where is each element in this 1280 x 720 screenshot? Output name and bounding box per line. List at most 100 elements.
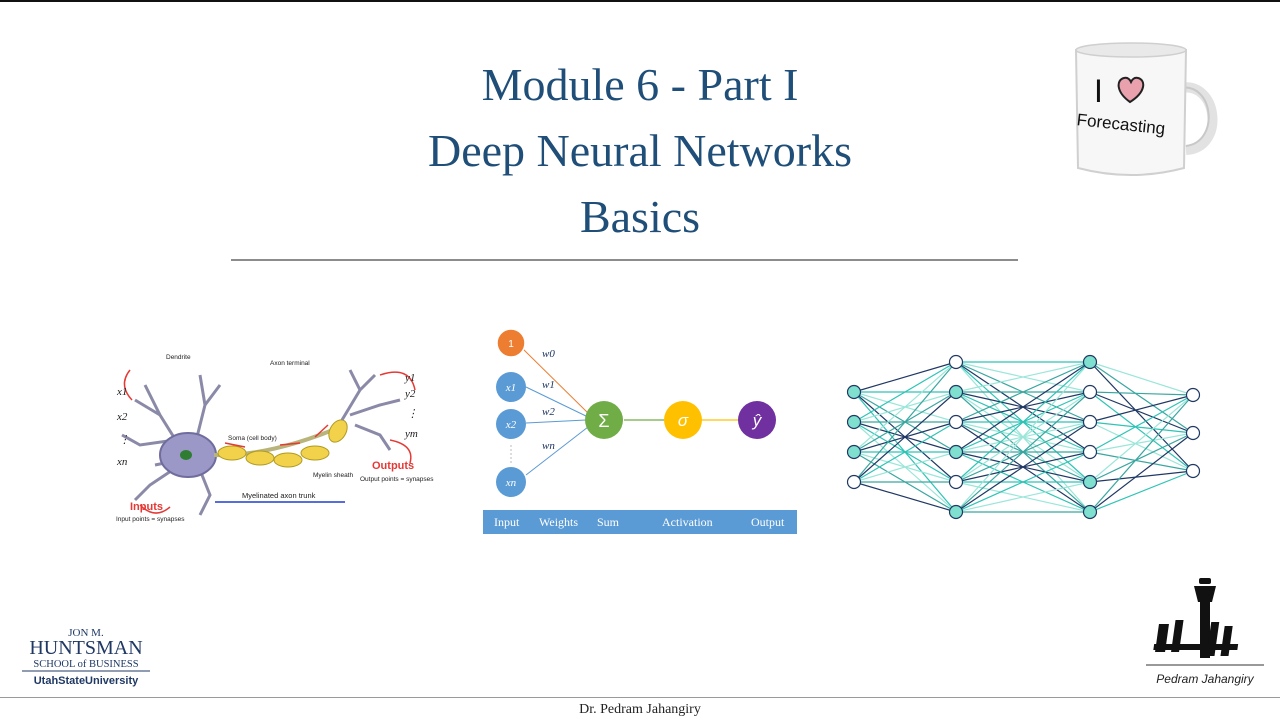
input-node-x2 (496, 409, 526, 439)
dnn-node (948, 354, 964, 370)
dnn-node (846, 414, 862, 430)
deep-neural-network-diagram (846, 354, 1201, 520)
output-node (738, 401, 776, 439)
wn-label: wn (542, 440, 555, 452)
y2-label: y2 (404, 388, 416, 400)
dnn-edge (1089, 432, 1194, 453)
signature-name: Pedram Jahangiry (1156, 672, 1254, 686)
dnn-edge (1089, 391, 1194, 434)
dnn-edge (955, 361, 1091, 423)
dnn-edge (1089, 470, 1194, 513)
dnn-edge (853, 361, 957, 423)
dnn-edge (955, 481, 1091, 513)
dnn-edge (853, 391, 957, 483)
dnn-edge (1089, 432, 1194, 483)
dnn-node (1185, 425, 1201, 441)
inputs-label: Inputs (130, 501, 163, 513)
axon-terminals (340, 369, 401, 451)
sum-symbol: Σ (598, 411, 609, 431)
dnn-node (1082, 504, 1098, 520)
outputs-sublabel: Output points = synapses (360, 476, 434, 483)
signature-emblem (1153, 578, 1239, 658)
dnn-edge (1089, 394, 1194, 483)
dnn-node (948, 504, 964, 520)
title-line-1: Module 6 - Part I (481, 59, 799, 110)
signal-arrows (123, 369, 416, 514)
huntsman-school-logo: JON M. HUNTSMAN SCHOOL of BUSINESS UtahS… (22, 627, 150, 687)
dnn-edge (955, 361, 1091, 513)
axon-trunk-label: Myelinated axon trunk (242, 491, 316, 500)
dnn-edge (1089, 361, 1194, 396)
dnn-edge (853, 361, 957, 393)
title-divider (231, 259, 1018, 261)
footer-divider (0, 697, 1280, 698)
dnn-edge (955, 361, 1091, 453)
dnn-edge (955, 451, 1091, 513)
bias-label: 1 (508, 339, 514, 350)
dnn-edge (1089, 394, 1194, 423)
dnn-edge (955, 421, 1091, 513)
inputs-sublabel: Input points = synapses (116, 516, 185, 523)
x2-node-label: x2 (505, 419, 517, 431)
dnn-edge (853, 451, 957, 483)
activation-symbol: σ (678, 411, 689, 430)
signature-logo: Pedram Jahangiry (1146, 578, 1264, 686)
dnn-node (1185, 463, 1201, 479)
dnn-node (846, 444, 862, 460)
dnn-edge (853, 361, 957, 453)
dnn-node (1082, 444, 1098, 460)
dnn-node (948, 444, 964, 460)
y-dots-label: ⋮ (407, 408, 418, 420)
output-symbol: ŷ (752, 411, 763, 430)
dnn-node (948, 384, 964, 400)
dnn-node (1185, 387, 1201, 403)
x1-label: x1 (116, 386, 127, 398)
y1-label: y1 (404, 372, 415, 384)
sum-node (585, 401, 623, 439)
footer-author: Dr. Pedram Jahangiry (579, 702, 701, 717)
dnn-edge (1089, 470, 1194, 483)
w0-label: w0 (542, 348, 555, 360)
logo-line-1: JON M. (68, 627, 104, 639)
dnn-edge (1089, 394, 1194, 453)
soma-label: Soma (cell body) (228, 435, 277, 442)
dnn-edge (1089, 361, 1194, 472)
dnn-node (1082, 384, 1098, 400)
dnn-edge (955, 361, 1091, 393)
perceptron-connections (510, 348, 738, 476)
axon-terminal-label: Axon terminal (270, 360, 310, 367)
mug-letter: I (1094, 73, 1103, 109)
logo-line-4: UtahStateUniversity (34, 675, 139, 687)
dnn-edge (955, 391, 1091, 513)
x-dots-label: ⋮ (119, 434, 130, 446)
myelin-label: Myelin sheath (313, 472, 353, 479)
w2-label: w2 (542, 406, 555, 418)
top-border (0, 0, 1280, 2)
dnn-node (948, 414, 964, 430)
dnn-edge (1089, 432, 1194, 513)
slide-title: Module 6 - Part I Deep Neural Networks B… (0, 52, 1280, 250)
dnn-edge (955, 361, 1091, 483)
stage-label-bar (483, 510, 797, 534)
input-node-x1 (496, 372, 526, 402)
bar-label-weights: Weights (539, 515, 578, 529)
dnn-edge (1089, 451, 1194, 472)
title-line-3: Basics (579, 191, 701, 242)
dnn-connections (853, 361, 1194, 513)
bar-label-sum: Sum (597, 515, 620, 529)
logo-line-2: HUNTSMAN (29, 637, 142, 659)
dnn-edge (853, 481, 957, 513)
input-node-xn (496, 467, 526, 497)
outputs-label: Outputs (372, 460, 414, 472)
dnn-node (846, 384, 862, 400)
logo-line-3: SCHOOL of BUSINESS (33, 659, 138, 670)
nucleus (180, 450, 192, 460)
forecasting-mug-image: I Forecasting (1074, 42, 1218, 176)
dnn-edge (1089, 361, 1194, 434)
heart-icon (1117, 76, 1145, 104)
bar-label-activation: Activation (662, 515, 713, 529)
dnn-edge (1089, 394, 1194, 513)
dnn-node (846, 474, 862, 490)
perceptron-diagram: 1 x1 x2 xn w0 w1 w2 wn Σ σ ŷ Input Weigh… (483, 328, 797, 534)
bar-label-output: Output (751, 515, 785, 529)
